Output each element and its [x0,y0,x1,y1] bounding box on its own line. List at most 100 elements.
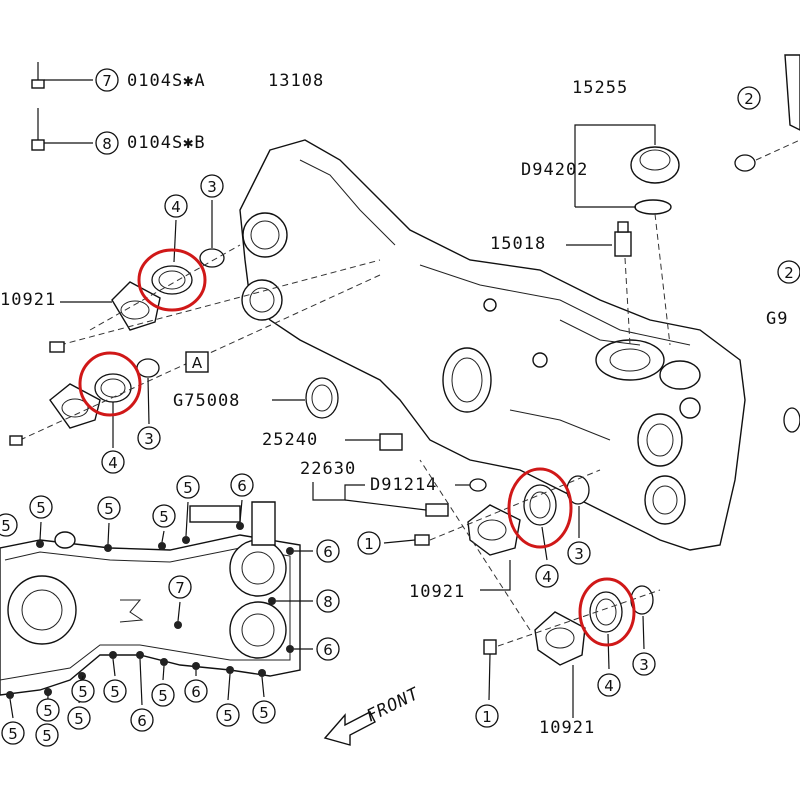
callout-number: 5 [78,683,88,701]
callout-number: 5 [43,702,53,720]
callout-number: 5 [1,517,11,535]
callout-number: 4 [604,677,614,695]
callout-number: 2 [744,90,754,108]
callout-c5-11: 5 [252,700,276,724]
callout-number: 5 [223,707,233,725]
callout-c5-3: 5 [152,504,176,528]
oil-filler-cap [630,146,680,215]
part-number-pn-0104s-a: 0104S✱A [127,71,206,91]
callout-c4-b: 4 [101,450,125,474]
callout-c2-right: 2 [777,260,800,284]
callout-c5-14: 5 [0,513,18,537]
highlight-seal-lower [78,351,142,417]
callout-c5-1: 5 [29,495,53,519]
callout-c8-legend: 8 [95,131,119,155]
part-number-pn-d94202: D94202 [521,160,588,180]
callout-circle [36,698,60,722]
legend-bolt-8 [31,108,93,151]
callout-c8-mid: 8 [316,589,340,613]
callout-circle [737,86,761,110]
callout-number: 5 [110,683,120,701]
callout-c6-3: 6 [316,637,340,661]
callout-circle [168,575,192,599]
front-arrow: FRONT [323,684,423,746]
callout-c3-c: 3 [567,541,591,565]
o-ring-top-right [734,154,756,172]
callout-circle [216,703,240,727]
callout-circle [230,473,254,497]
callout-circle [130,708,154,732]
callout-number: 6 [237,477,247,495]
callout-number: 5 [74,710,84,728]
callout-c5-8: 5 [67,706,91,730]
highlight-circles [78,248,636,647]
callout-number: 6 [137,712,147,730]
callout-circle [101,450,125,474]
callout-c1-mid: 1 [357,531,381,555]
callout-c5-13: 5 [35,723,59,747]
callout-circle [35,723,59,747]
callout-number: 8 [323,593,333,611]
reference-box-label: A [192,354,203,372]
engine-casing [239,139,746,551]
callout-circle [567,541,591,565]
callout-c4-d: 4 [597,673,621,697]
callout-c5-2: 5 [97,496,121,520]
callout-circle [632,652,656,676]
callout-c1-bottom: 1 [475,704,499,728]
callout-circle [316,637,340,661]
callout-number: 3 [207,178,217,196]
callout-c7-legend: 7 [95,68,119,92]
callout-c6-1: 6 [230,473,254,497]
callout-c6-2: 6 [316,539,340,563]
callout-circle [777,260,800,284]
callout-c5-6: 5 [103,679,127,703]
part-number-pn-10921-a: 10921 [0,290,56,310]
callout-number: 3 [144,430,154,448]
breather-fitting [614,221,632,257]
callout-c5-12: 5 [1,721,25,745]
callout-c5-9: 5 [151,683,175,707]
callout-number: 5 [36,499,46,517]
cam-sensor-middle [467,504,521,556]
part-number-pn-10921-c: 10921 [539,718,595,738]
callout-circle [252,700,276,724]
callout-c5-7: 5 [36,698,60,722]
callout-number: 5 [104,500,114,518]
seal-g75008 [305,377,339,419]
callout-number: 4 [108,454,118,472]
callout-circle [357,531,381,555]
callout-number: 4 [171,198,181,216]
legend-bolt-7 [31,62,93,89]
part-number-pn-15255: 15255 [572,78,628,98]
reference-box-a [185,351,209,373]
callout-circle [316,539,340,563]
callout-c4-a: 4 [164,194,188,218]
callout-circle [103,679,127,703]
seal-4-middle [523,484,557,526]
sensor-25240 [345,433,403,451]
callout-number: 2 [784,264,794,282]
callout-circle [0,513,18,537]
callout-number: 4 [542,568,552,586]
timing-cover-bolts [6,522,294,699]
callout-number: 7 [102,72,112,90]
callout-number: 3 [639,656,649,674]
highlight-seal-lower-right [578,577,636,647]
callout-circle [597,673,621,697]
callout-c3-d: 3 [632,652,656,676]
callout-c5-5: 5 [71,679,95,703]
callout-c6-5: 6 [130,708,154,732]
callout-number: 5 [259,704,269,722]
callout-number: 1 [482,708,492,726]
timing-cover [0,501,301,696]
callout-number: 5 [8,725,18,743]
highlight-seal-middle [507,467,573,549]
callout-circle [152,504,176,528]
callout-circle [176,475,200,499]
o-ring-3-upper [199,248,225,268]
callout-number: 5 [159,508,169,526]
callout-c5-10: 5 [216,703,240,727]
seal-4-upper [151,265,193,295]
